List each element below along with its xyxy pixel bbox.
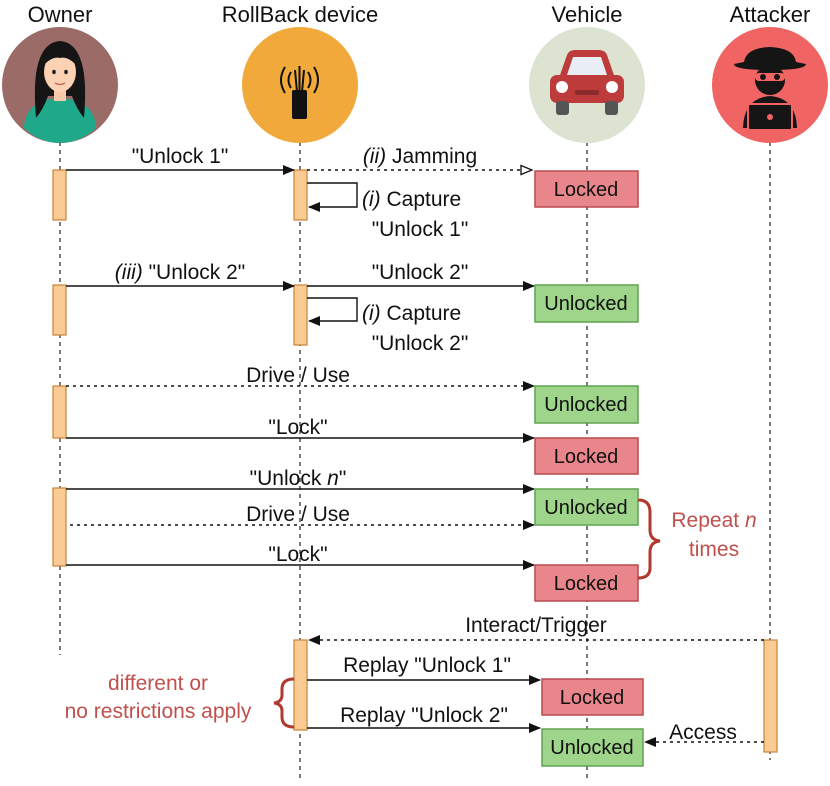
state-label: Locked [554,573,619,595]
message-label: (i) Capture [362,302,461,325]
activation-rollback-1 [293,169,308,221]
message-label: "Unlock 1" [132,145,229,168]
repeat-note-line2: times [689,538,739,561]
state-box-unlocked [534,488,639,526]
car-icon [529,27,645,143]
activation-rollback-3 [293,639,308,731]
activation-attacker-1 [763,639,778,753]
message-label: Replay "Unlock 1" [343,654,511,677]
state-box-locked [534,170,639,208]
message-label: Access [669,721,737,744]
activation-owner-4 [52,487,67,567]
antenna-device-icon [242,27,358,143]
message-label: "Lock" [268,543,327,566]
activation-owner-1 [52,169,67,221]
state-box-locked [534,437,639,475]
message-label: "Unlock 1" [372,218,469,241]
state-label: Locked [560,687,625,709]
hacker-icon [712,27,828,143]
state-box-unlocked [541,728,644,767]
actor-label-rollback: RollBack device [222,2,379,27]
state-box-locked [541,678,644,716]
actor-label-attacker: Attacker [730,2,811,27]
message-label: (iii) "Unlock 2" [115,261,245,284]
self-message-arrow [307,297,358,326]
state-box-locked [534,564,639,602]
state-label: Locked [554,179,619,201]
message-label: "Unlock 2" [372,332,469,355]
message-label: (ii) Jamming [363,145,477,168]
activation-owner-3 [52,385,67,439]
repeat-note: Repeat n [671,509,756,532]
state-label: Locked [554,446,619,468]
state-box-unlocked [534,284,639,323]
repeat-bracket [637,498,661,580]
activation-rollback-2 [293,284,308,346]
state-label: Unlocked [544,394,627,416]
message-label: Replay "Unlock 2" [340,704,508,727]
state-label: Unlocked [544,293,627,315]
actor-label-vehicle: Vehicle [552,2,623,27]
restriction-bracket [273,677,295,729]
actor-label-owner: Owner [28,2,93,27]
activation-owner-2 [52,284,67,336]
message-label: (i) Capture [362,188,461,211]
person-icon [2,27,118,143]
restriction-note-line2: no restrictions apply [65,700,252,723]
message-label: "Unlock n" [250,467,347,490]
restriction-note-line1: different or [108,672,208,695]
state-label: Unlocked [544,497,627,519]
state-label: Unlocked [550,737,633,759]
message-label: "Unlock 2" [372,261,469,284]
message-label: Drive / Use [246,364,350,387]
message-label: Interact/Trigger [465,614,607,637]
message-label: "Lock" [268,416,327,439]
self-message-arrow [307,182,358,212]
message-label: Drive / Use [246,503,350,526]
state-box-unlocked [534,385,639,424]
